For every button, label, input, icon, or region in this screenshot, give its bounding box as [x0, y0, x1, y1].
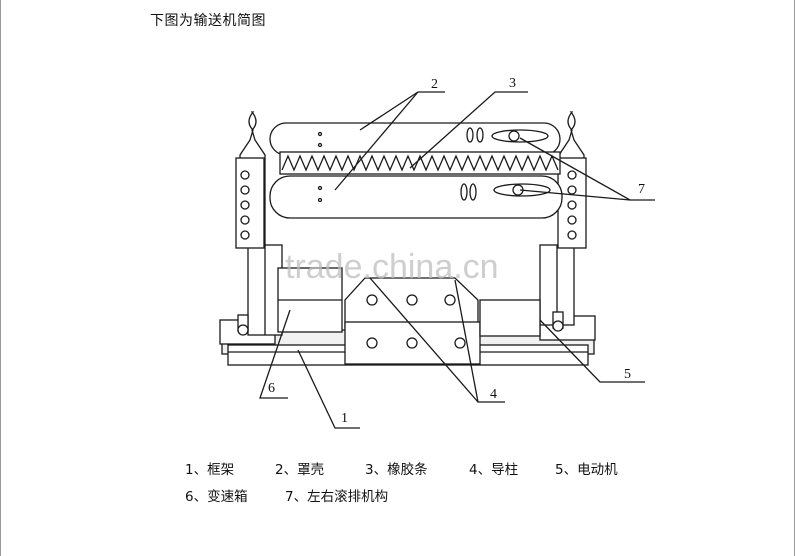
right-guide-column [557, 111, 587, 249]
legend-item-gearbox: 6、变速箱 [185, 489, 248, 505]
watermark: trade.china.cn [285, 248, 499, 286]
callout-1: 1 [341, 411, 348, 426]
legend-row-2: 6、变速箱 7、左右滚排机构 [185, 485, 425, 505]
callout-4: 4 [490, 387, 497, 402]
callout-3: 3 [509, 76, 516, 91]
lower-cover [269, 175, 563, 219]
legend-item-guide-column: 4、导柱 [469, 462, 519, 478]
base-bolts [237, 311, 564, 336]
legend-item-motor: 5、电动机 [555, 462, 618, 478]
rubber-strip [279, 151, 561, 175]
callout-5: 5 [624, 367, 631, 382]
legend-item-cover: 2、罩壳 [275, 462, 325, 478]
callout-2: 2 [431, 77, 438, 92]
motor-housing [479, 299, 541, 337]
callout-leader-lines [259, 91, 655, 429]
legend-item-frame: 1、框架 [185, 462, 235, 478]
callout-6: 6 [268, 381, 275, 396]
center-mount-bracket [344, 277, 481, 365]
left-guide-column [235, 111, 266, 249]
callout-7: 7 [638, 182, 645, 197]
diagram-title: 下图为输送机简图 [150, 13, 266, 29]
legend-item-roller-mechanism: 7、左右滚排机构 [285, 489, 389, 505]
legend-item-rubber-strip: 3、橡胶条 [365, 462, 428, 478]
legend-row-1: 1、框架 2、罩壳 3、橡胶条 4、导柱 5、电动机 [185, 458, 635, 478]
